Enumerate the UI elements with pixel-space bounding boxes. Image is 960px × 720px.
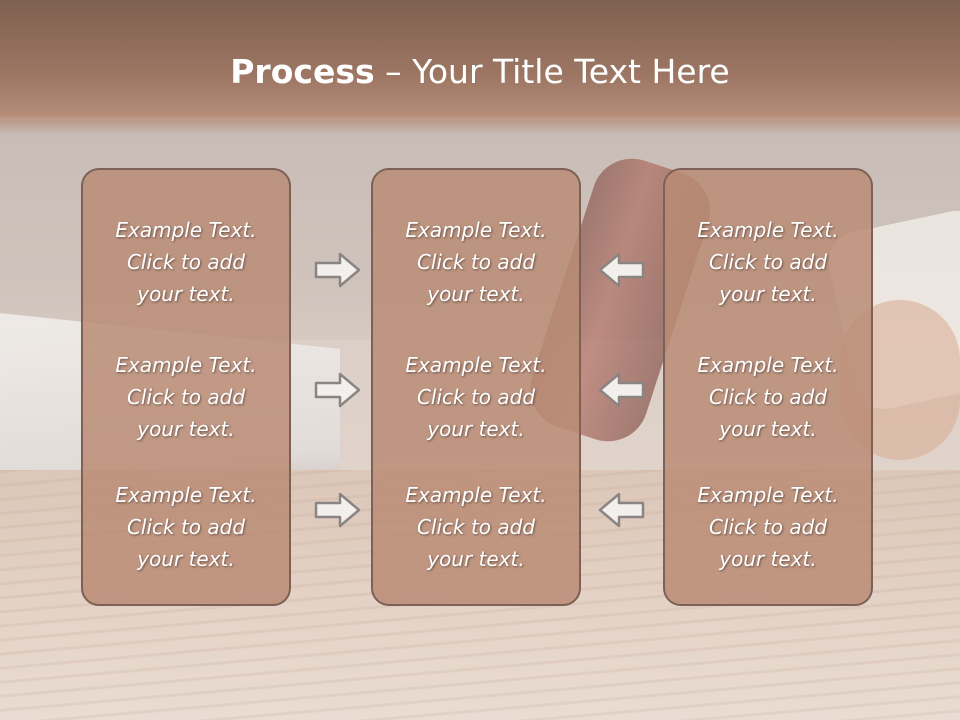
text-line: your text.: [427, 282, 525, 306]
text-line: Example Text.: [405, 483, 547, 507]
arrow-right-icon: [314, 492, 361, 528]
text-block[interactable]: Example Text. Click to add your text.: [373, 349, 579, 445]
text-line: your text.: [137, 547, 235, 571]
text-line: Example Text.: [697, 218, 839, 242]
title-banner: [0, 0, 960, 135]
slide-title[interactable]: Process – Your Title Text Here: [0, 52, 960, 91]
text-line: your text.: [719, 282, 817, 306]
text-block[interactable]: Example Text. Click to add your text.: [665, 479, 871, 575]
text-line: Click to add: [708, 385, 828, 409]
text-line: Example Text.: [405, 218, 547, 242]
text-line: Example Text.: [697, 353, 839, 377]
text-block[interactable]: Example Text. Click to add your text.: [373, 479, 579, 575]
text-line: your text.: [719, 547, 817, 571]
text-line: your text.: [427, 547, 525, 571]
text-block[interactable]: Example Text. Click to add your text.: [83, 479, 289, 575]
text-line: your text.: [137, 417, 235, 441]
process-box-left[interactable]: Example Text. Click to add your text. Ex…: [81, 168, 291, 606]
text-line: Example Text.: [115, 483, 257, 507]
text-line: Click to add: [416, 250, 536, 274]
text-line: your text.: [137, 282, 235, 306]
text-line: Example Text.: [697, 483, 839, 507]
arrow-left-icon: [598, 252, 645, 288]
text-line: Click to add: [708, 515, 828, 539]
text-block[interactable]: Example Text. Click to add your text.: [665, 214, 871, 310]
text-block[interactable]: Example Text. Click to add your text.: [83, 349, 289, 445]
text-line: Click to add: [416, 515, 536, 539]
text-line: Example Text.: [405, 353, 547, 377]
text-block[interactable]: Example Text. Click to add your text.: [665, 349, 871, 445]
arrow-left-icon: [598, 492, 645, 528]
title-bold: Process: [230, 52, 375, 91]
text-block[interactable]: Example Text. Click to add your text.: [83, 214, 289, 310]
arrow-right-icon: [314, 252, 361, 288]
text-line: Example Text.: [115, 218, 257, 242]
text-line: your text.: [427, 417, 525, 441]
text-line: Click to add: [126, 385, 246, 409]
arrow-right-icon: [314, 372, 361, 408]
text-block[interactable]: Example Text. Click to add your text.: [373, 214, 579, 310]
text-line: your text.: [719, 417, 817, 441]
text-line: Click to add: [126, 515, 246, 539]
title-rest: – Your Title Text Here: [374, 52, 730, 91]
text-line: Example Text.: [115, 353, 257, 377]
text-line: Click to add: [126, 250, 246, 274]
process-box-center[interactable]: Example Text. Click to add your text. Ex…: [371, 168, 581, 606]
process-box-right[interactable]: Example Text. Click to add your text. Ex…: [663, 168, 873, 606]
arrow-left-icon: [598, 372, 645, 408]
text-line: Click to add: [708, 250, 828, 274]
text-line: Click to add: [416, 385, 536, 409]
